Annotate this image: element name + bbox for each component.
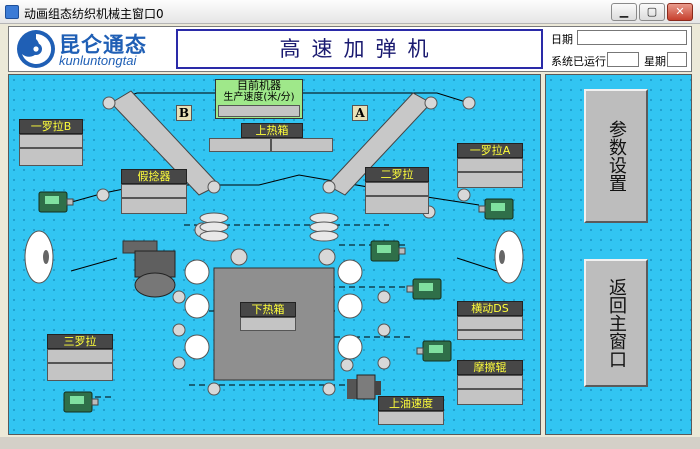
roller1-right-value-1 [457, 158, 523, 172]
false-twister-value-1 [121, 184, 187, 198]
right-package-bobbin [494, 230, 524, 284]
roller3-label: 三罗拉 [47, 334, 113, 349]
logo-swirl-icon [17, 30, 55, 68]
friction-roller-value-2 [457, 389, 523, 405]
date-value [577, 30, 687, 45]
window-titlebar: 动画组态纺织机械主窗口0 ▁ ▢ ✕ [0, 0, 700, 24]
week-label: 星期 [644, 55, 666, 68]
roller1-right-value-2 [457, 172, 523, 188]
logo-en-text: kunluntongtai [59, 53, 137, 68]
process-panel: 目前机器 生产速度(米/分) B A 上热箱 一罗拉B 假捻器 二罗拉 一罗拉A… [8, 74, 541, 435]
logo-cn-text: 昆仑通态 [59, 33, 147, 57]
process-diagram [24, 90, 524, 413]
traverse-value-2 [457, 330, 523, 340]
roller3-value-2 [47, 363, 113, 381]
roller-top-left [102, 96, 116, 110]
close-button[interactable]: ✕ [667, 3, 693, 21]
roller2-value-1 [365, 182, 429, 196]
side-panel: 参数设置 返回主窗口 [545, 74, 692, 435]
window-title: 动画组态纺织机械主窗口0 [24, 7, 164, 21]
lower-heater-value [240, 317, 296, 331]
header-bar: 昆仑通态 kunluntongtai 高速加弹机 日期 系统已运行 星期 [8, 26, 692, 72]
upper-heater-label: 上热箱 [241, 123, 303, 138]
traverse-value-1 [457, 316, 523, 330]
roller3-value-1 [47, 349, 113, 363]
roller2-label: 二罗拉 [365, 167, 429, 182]
friction-roller-label: 摩擦辊 [457, 360, 523, 375]
upper-heater-value-2 [271, 138, 333, 152]
friction-roller-value-1 [457, 375, 523, 389]
false-twister-value-2 [121, 198, 187, 214]
oil-speed-value [378, 411, 444, 425]
side-b-marker: B [176, 105, 192, 121]
page-title: 高速加弹机 [176, 29, 543, 69]
minimize-button[interactable]: ▁ [611, 3, 637, 21]
current-machine-label: 目前机器 [237, 79, 281, 92]
roller1-left-label: 一罗拉B [19, 119, 83, 134]
lower-heater-label: 下热箱 [240, 302, 296, 317]
settings-button[interactable]: 参数设置 [584, 89, 648, 223]
company-logo: 昆仑通态 kunluntongtai [13, 28, 173, 70]
production-speed-label: 生产速度(米/分) [223, 92, 295, 103]
window-bottom-edge [0, 437, 700, 449]
false-twister-label: 假捻器 [121, 169, 187, 184]
app-icon [5, 5, 19, 19]
main-drive-motor [122, 240, 176, 298]
oil-speed-label: 上油速度 [378, 396, 444, 411]
oiler-device [347, 374, 381, 400]
traverse-label: 横动DS [457, 301, 523, 316]
upper-heater-value-1 [209, 138, 271, 152]
roller1-right-label: 一罗拉A [457, 143, 523, 158]
week-value [667, 52, 687, 67]
side-a-marker: A [352, 105, 368, 121]
roller1-left-value-2 [19, 148, 83, 166]
left-package-bobbin [24, 230, 54, 284]
roller2-value-2 [365, 196, 429, 214]
production-speed-value [218, 105, 300, 117]
runtime-label: 系统已运行 [551, 55, 606, 68]
roller1-left-value-1 [19, 134, 83, 148]
maximize-button[interactable]: ▢ [639, 3, 665, 21]
return-main-button[interactable]: 返回主窗口 [584, 259, 648, 387]
date-label: 日期 [551, 33, 573, 46]
runtime-value [607, 52, 639, 67]
roller-top-right [424, 96, 438, 110]
